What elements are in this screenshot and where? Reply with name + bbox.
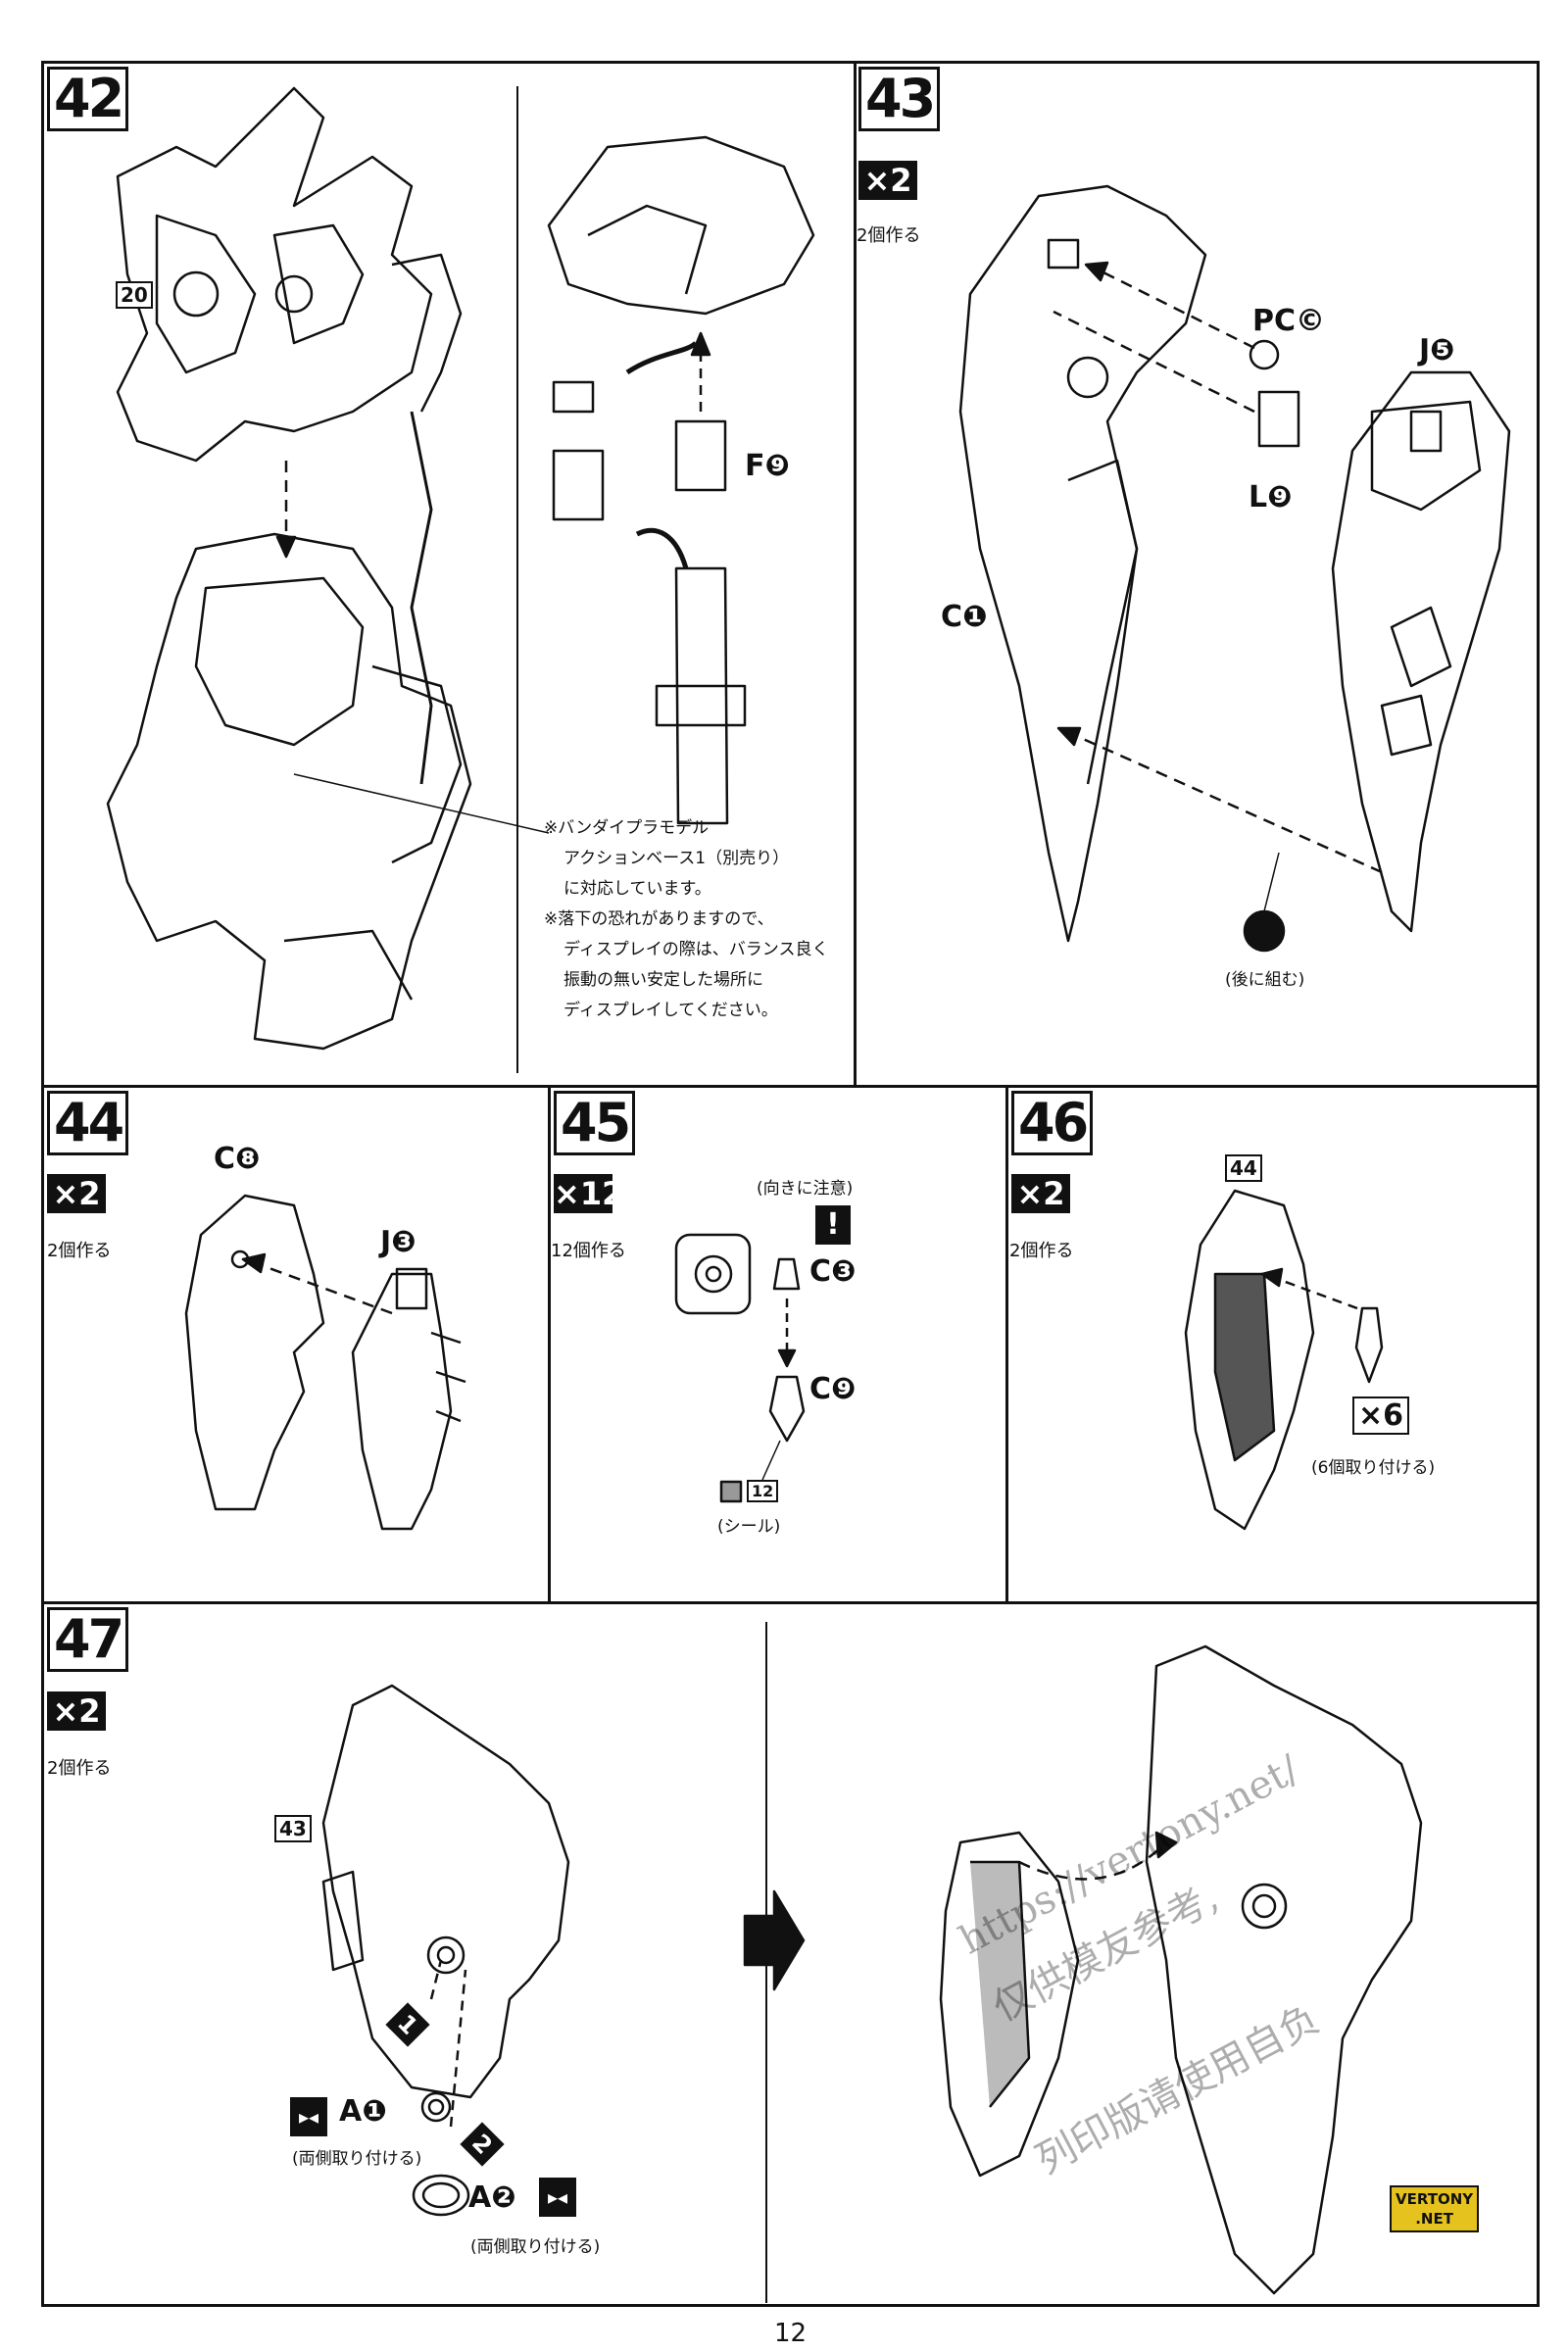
step-43-multiplier: ×2	[858, 161, 917, 200]
seal-number-box: 12	[747, 1480, 779, 1502]
step-42-number: 42	[47, 67, 129, 131]
step-47-ref-box: 43	[274, 1815, 312, 1842]
step-42-ref-box: 20	[116, 281, 153, 309]
spike-part-illustration	[1354, 1306, 1384, 1384]
l9-part-illustration	[1257, 390, 1300, 448]
part-j5-label: J❺	[1419, 333, 1455, 368]
vertony-logo: VERTONY .NET	[1390, 2185, 1480, 2232]
part-c3-label: C❸	[809, 1254, 857, 1289]
note-line-6: 振動の無い安定した場所に	[564, 970, 763, 990]
step-44-multiplier-note: 2個作る	[47, 1241, 112, 1261]
note-line-2: アクションベース1（別売り）	[564, 849, 790, 868]
note-line-7: ディスプレイしてください。	[564, 1001, 778, 1020]
both-sides-note-1: (両側取り付ける)	[292, 2149, 422, 2169]
step-46-ref-box: 44	[1225, 1154, 1262, 1182]
shield-assembled-illustration	[1184, 1189, 1315, 1531]
shield-final-illustration	[939, 1644, 1423, 2295]
step-47-number: 47	[47, 1607, 129, 1672]
later-assembly-note: (後に組む)	[1225, 970, 1305, 990]
step-45-multiplier-note: 12個作る	[551, 1241, 626, 1261]
part-c8-label: C❽	[214, 1142, 261, 1176]
step-43-number: 43	[858, 67, 941, 131]
shield-43-illustration	[321, 1684, 570, 2099]
shield-j3-illustration	[351, 1267, 466, 1531]
c3-part-illustration	[772, 1257, 801, 1291]
page-number: 12	[774, 2319, 808, 2348]
step-47-multiplier: ×2	[47, 1691, 106, 1731]
base-detail-illustration	[547, 135, 815, 825]
a1-ring-illustration	[420, 2091, 452, 2123]
note-line-1: ※バンダイプラモデル	[544, 818, 710, 838]
part-c1-label: C❶	[941, 600, 988, 634]
both-sides-icon-2: ▸◂	[539, 2178, 576, 2217]
next-arrow-icon	[743, 1889, 806, 1991]
step-46-multiplier-note: 2個作る	[1009, 1241, 1074, 1261]
step-44-number: 44	[47, 1091, 129, 1155]
both-sides-icon: ▸◂	[290, 2097, 327, 2136]
step-47-multiplier-note: 2個作る	[47, 1758, 112, 1779]
panel-47	[41, 1601, 1540, 2307]
step-45-multiplier: ×12	[554, 1174, 624, 1213]
logo-line-2: .NET	[1415, 2210, 1453, 2228]
count-label: ×6	[1352, 1396, 1410, 1435]
a2-ring-illustration	[412, 2174, 470, 2217]
logo-line-1: VERTONY	[1396, 2190, 1474, 2208]
action-base-note: ※バンダイプラモデル アクションベース1（別売り） に対応しています。 ※落下の…	[544, 813, 828, 1026]
part-f9-label: F❾	[745, 449, 790, 483]
step-46-number: 46	[1011, 1091, 1094, 1155]
caution-icon: !	[815, 1205, 851, 1245]
part-j3-label: J❸	[380, 1225, 416, 1259]
step-46-multiplier: ×2	[1011, 1174, 1070, 1213]
step-45-number: 45	[554, 1091, 636, 1155]
c9-part-illustration	[768, 1375, 806, 1443]
note-line-3: に対応しています。	[564, 879, 711, 899]
step-44-multiplier: ×2	[47, 1174, 106, 1213]
later-assembly-icon	[1243, 909, 1286, 953]
orientation-caution-note: (向きに注意)	[757, 1179, 854, 1199]
robot-lower-body-illustration	[106, 532, 472, 1051]
count-note: (6個取り付ける)	[1311, 1458, 1436, 1478]
robot-upper-body-illustration	[116, 86, 463, 785]
seal-note: (シール)	[717, 1517, 781, 1537]
pc-part-illustration	[1249, 339, 1280, 370]
part-a1-label: A❶	[339, 2094, 387, 2129]
step-43-multiplier-note: 2個作る	[857, 225, 921, 246]
part-a2-label: A❷	[468, 2180, 516, 2215]
shield-c1-illustration	[958, 184, 1207, 943]
both-sides-note-2: (両側取り付ける)	[470, 2237, 601, 2257]
note-line-4: ※落下の恐れがありますので、	[544, 909, 774, 929]
shield-c8-illustration	[184, 1194, 325, 1511]
part-pc-label: PC©	[1252, 304, 1326, 338]
note-line-5: ディスプレイの際は、バランス良く	[564, 940, 829, 959]
part-c9-label: C❾	[809, 1372, 857, 1406]
part-l9-label: L❾	[1249, 480, 1293, 514]
socket-view-illustration	[674, 1233, 752, 1315]
shield-j5-illustration	[1331, 370, 1511, 933]
